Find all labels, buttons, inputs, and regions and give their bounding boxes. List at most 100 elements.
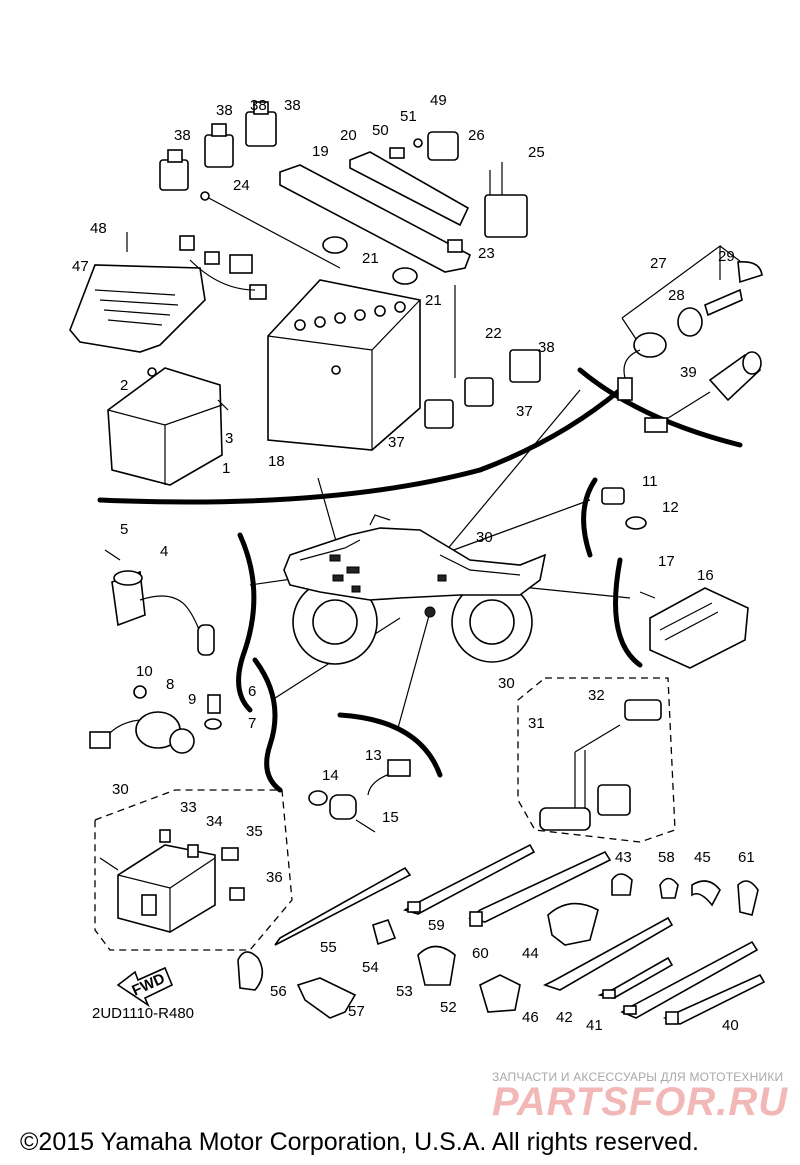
callout: 3	[225, 430, 233, 447]
callout: 17	[658, 553, 675, 570]
callout: 21	[425, 292, 442, 309]
callout: 60	[472, 945, 489, 962]
fuse-box-25	[484, 194, 528, 238]
relay-38-b	[204, 123, 234, 168]
callout: 22	[485, 325, 502, 342]
callout: 38	[216, 102, 233, 119]
callout: 18	[268, 453, 285, 470]
cable-tie-55	[274, 866, 412, 946]
callout: 47	[72, 258, 89, 275]
copyright: ©2015 Yamaha Motor Corporation, U.S.A. A…	[20, 1128, 699, 1156]
callout: 29	[718, 248, 735, 265]
callout: 19	[312, 143, 329, 160]
callout: 20	[340, 127, 357, 144]
callout: 52	[440, 999, 457, 1016]
ignition-coil-4	[104, 549, 215, 656]
clamp-52	[479, 974, 521, 1013]
fuse-group-30-right	[517, 677, 676, 843]
callout: 34	[206, 813, 223, 830]
callout: 26	[468, 127, 485, 144]
callout: 36	[266, 869, 283, 886]
callout: 61	[738, 849, 755, 866]
callout: 46	[522, 1009, 539, 1026]
callout: 58	[658, 849, 675, 866]
cdi-unit-47	[69, 264, 206, 353]
clamp-44	[547, 902, 599, 946]
callout: 40	[722, 1017, 739, 1034]
callout: 1	[222, 460, 230, 477]
clamp-54	[372, 919, 397, 946]
diagram-code: 2UD1110-R480	[92, 1005, 195, 1022]
callout: 38	[538, 339, 555, 356]
relay-38-c	[245, 101, 277, 147]
callout: 39	[680, 364, 697, 381]
callout: 56	[270, 983, 287, 1000]
callout: 49	[430, 92, 447, 109]
callout: 38	[174, 127, 191, 144]
rectifier-16	[639, 587, 749, 669]
callout: 10	[136, 663, 153, 680]
callout: 38	[284, 97, 301, 114]
callout: 37	[516, 403, 533, 420]
fuse-box-30	[99, 844, 216, 933]
divider-left	[236, 532, 257, 713]
callout: 48	[90, 220, 107, 237]
callout: 12	[662, 499, 679, 516]
callout: 51	[400, 108, 417, 125]
clamp-45	[691, 880, 721, 907]
battery-band-20	[349, 151, 470, 227]
callout: 42	[556, 1009, 573, 1026]
divider-right-mid	[613, 557, 643, 668]
clamp-43	[611, 873, 633, 896]
divider-bottom-left	[252, 657, 283, 793]
callouts: 1 2 3 4 5 6 7 8 9 10 11 12 13 14 15 16 1…	[72, 92, 755, 1034]
callout: 27	[650, 255, 667, 272]
callout: 33	[180, 799, 197, 816]
watermark-tagline: ЗАПЧАСТИ И АКСЕССУАРЫ ДЛЯ МОТОТЕХНИКИ	[492, 1070, 784, 1084]
clamp-56	[237, 951, 264, 991]
callout: 31	[528, 715, 545, 732]
callout: 53	[396, 983, 413, 1000]
battery-bracket-19	[279, 164, 472, 273]
callout: 30	[498, 675, 515, 692]
accessory-socket-39	[644, 351, 762, 433]
battery-18	[267, 279, 421, 451]
callout: 25	[528, 144, 545, 161]
cable-tie-46	[542, 916, 674, 991]
callout: 15	[382, 809, 399, 826]
callout: 9	[188, 691, 196, 708]
callout: 11	[642, 473, 658, 490]
callout: 32	[588, 687, 605, 704]
callout: 16	[697, 567, 714, 584]
callout: 7	[248, 715, 256, 732]
divider-right-top	[577, 367, 743, 448]
callout: 41	[586, 1017, 603, 1034]
divider-mid	[337, 712, 443, 778]
fuse-group-30-left	[94, 789, 293, 951]
callout: 13	[365, 747, 382, 764]
divider-right-upper	[581, 477, 598, 558]
clamp-53	[417, 945, 456, 986]
callout: 28	[668, 287, 685, 304]
main-switch-27	[617, 244, 763, 401]
callout: 2	[120, 377, 128, 394]
atv-overview	[283, 514, 547, 665]
callout: 45	[694, 849, 711, 866]
callout: 57	[348, 1003, 365, 1020]
callout: 6	[248, 683, 256, 700]
callout: 21	[362, 250, 379, 267]
forward-arrow	[116, 966, 174, 1008]
callout: 23	[478, 245, 495, 262]
starter-relay-49	[427, 131, 459, 161]
callout: 43	[615, 849, 632, 866]
throttle-sensor-8	[89, 685, 195, 754]
callout: 35	[246, 823, 263, 840]
divider-top	[97, 387, 623, 505]
relay-38-a	[159, 149, 189, 191]
callout: 30	[112, 781, 129, 798]
clamp-57	[296, 977, 357, 1019]
callout: 44	[522, 945, 539, 962]
clamp-61	[737, 880, 759, 916]
callout: 59	[428, 917, 445, 934]
